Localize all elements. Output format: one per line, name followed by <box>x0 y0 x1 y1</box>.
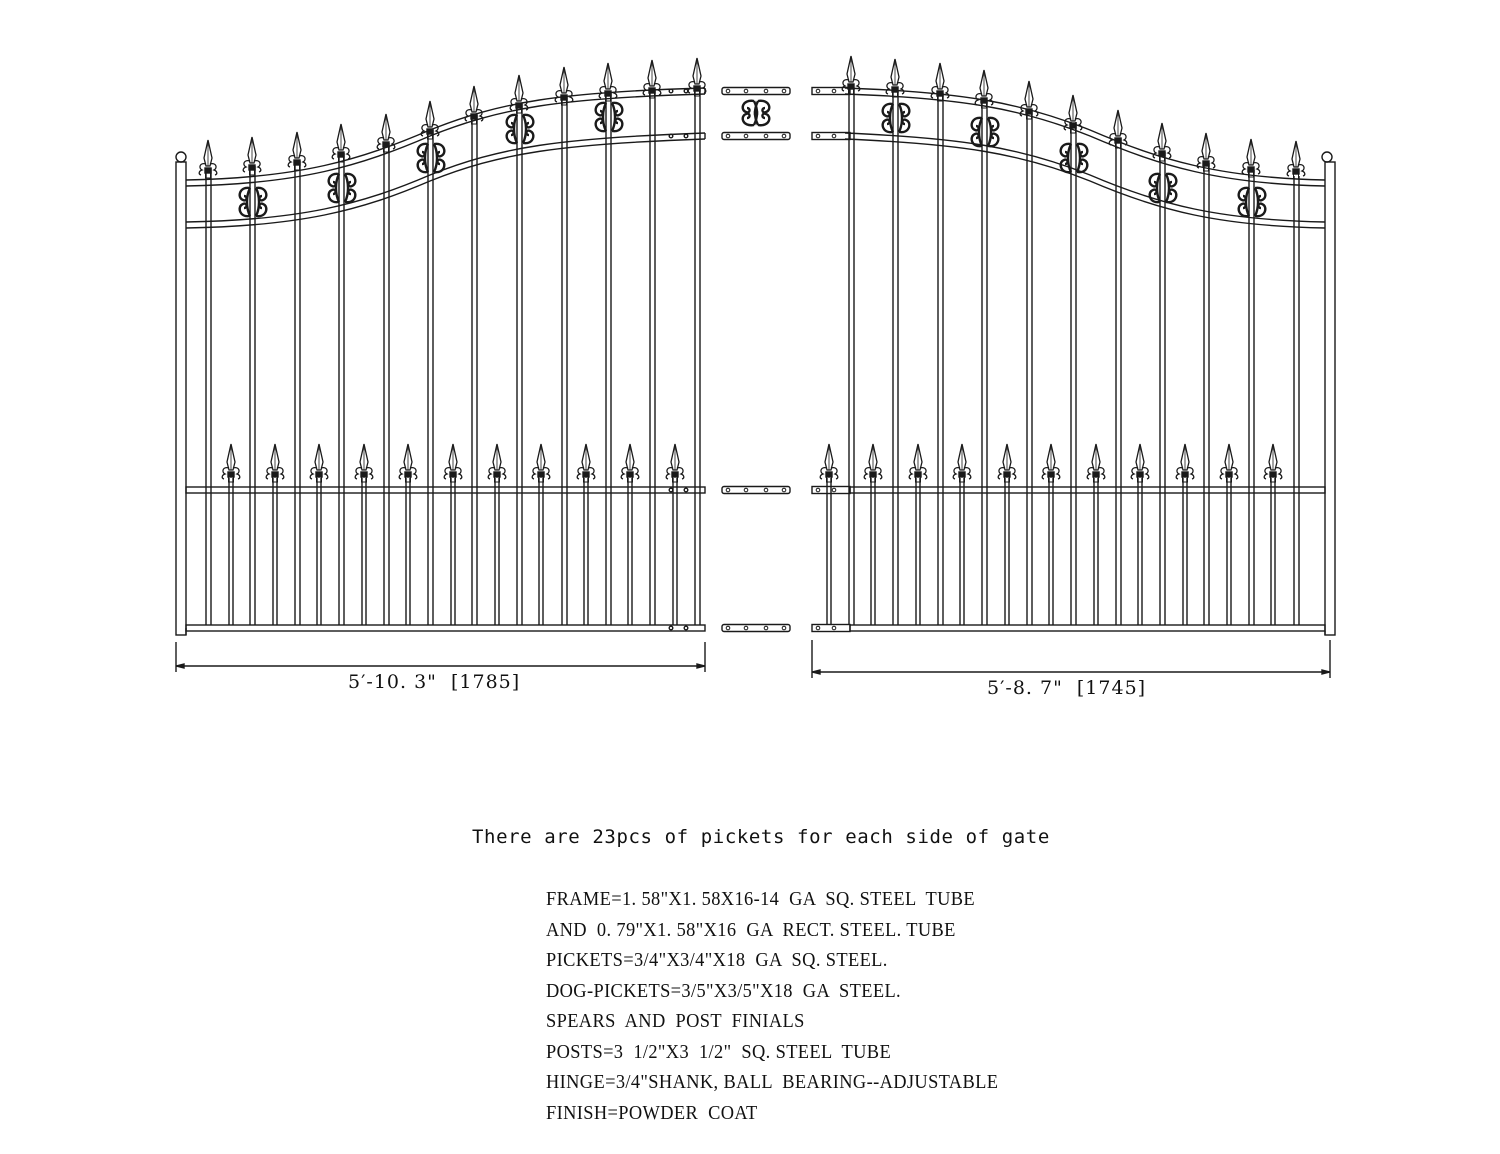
left-tall-pickets <box>205 88 701 625</box>
right-post <box>1321 151 1336 636</box>
spear-finial-icon <box>1241 138 1261 178</box>
spear-finial-icon <box>221 443 241 483</box>
spear-finial-icon <box>509 74 529 114</box>
c-scroll-icon <box>1059 142 1089 174</box>
spear-finial-icon <box>376 113 396 153</box>
right-dog-pickets <box>819 443 1283 625</box>
spear-finial-icon <box>1219 443 1239 483</box>
hinge-bracket-icon <box>721 86 791 96</box>
spear-finial-icon <box>265 443 285 483</box>
spear-finial-icon <box>974 69 994 109</box>
spear-finial-icon <box>331 123 351 163</box>
spec-frame-rect: AND 0. 79"X1. 58"X16 GA RECT. STEEL. TUB… <box>546 918 956 941</box>
right-top-spears <box>841 55 1306 180</box>
hinge-bracket-icon <box>721 131 791 141</box>
c-scroll-icon <box>970 116 1000 148</box>
c-scroll-icon <box>238 186 268 218</box>
left-mid-bottom-rails <box>185 88 706 632</box>
spear-finial-icon <box>354 443 374 483</box>
gate-elevation-drawing <box>175 55 1336 678</box>
spec-list: FRAME=1. 58"X1. 58X16-14 GA SQ. STEEL TU… <box>546 884 1038 1128</box>
center-hardware <box>721 86 791 633</box>
spec-posts: POSTS=3 1/2"X3 1/2" SQ. STEEL TUBE <box>546 1040 892 1063</box>
spec-hinge: HINGE=3/4"SHANK, BALL BEARING--ADJUSTABL… <box>546 1071 999 1093</box>
spear-finial-icon <box>554 66 574 106</box>
spear-finial-icon <box>642 59 662 99</box>
spear-finial-icon <box>198 139 218 179</box>
center-scroll-icon <box>741 99 771 127</box>
c-scroll-icon <box>416 142 446 174</box>
c-scroll-icon <box>505 113 535 145</box>
spear-finial-icon <box>665 443 685 483</box>
right-mid-bottom-rails <box>849 486 1326 635</box>
spear-finial-icon <box>1108 109 1128 149</box>
spear-finial-icon <box>309 443 329 483</box>
right-dimension-line <box>811 640 1331 678</box>
spear-finial-icon <box>242 136 262 176</box>
right-tall-pickets <box>848 88 1300 625</box>
spear-finial-icon <box>1196 132 1216 172</box>
spear-finial-icon <box>952 443 972 483</box>
spear-finial-icon <box>576 443 596 483</box>
spear-finial-icon <box>1130 443 1150 483</box>
left-post <box>175 151 187 636</box>
picket-count-note: There are 23pcs of pickets for each side… <box>472 826 1050 848</box>
spear-finial-icon <box>531 443 551 483</box>
spec-spears: SPEARS AND POST FINIALS <box>546 1010 805 1032</box>
spec-frame: FRAME=1. 58"X1. 58X16-14 GA SQ. STEEL TU… <box>546 888 976 910</box>
spear-finial-icon <box>287 131 307 171</box>
spear-finial-icon <box>1175 443 1195 483</box>
left-gate-width-label: 5′-10. 3" [1785] <box>348 671 521 693</box>
left-top-rails <box>185 87 706 229</box>
spec-dog-pickets: DOG-PICKETS=3/5"X3/5"X18 GA STEEL. <box>546 979 902 1002</box>
hinge-stub-icon <box>811 131 851 141</box>
spear-finial-icon <box>1041 443 1061 483</box>
spear-finial-icon <box>1263 443 1283 483</box>
hinge-stub-icon <box>811 86 851 96</box>
right-gate <box>811 55 1336 678</box>
left-top-spears <box>198 57 707 179</box>
c-scroll-icon <box>1237 186 1267 218</box>
spear-finial-icon <box>398 443 418 483</box>
c-scroll-icon <box>327 172 357 204</box>
spear-finial-icon <box>997 443 1017 483</box>
spear-finial-icon <box>1086 443 1106 483</box>
right-top-rails <box>844 87 1326 229</box>
spear-finial-icon <box>443 443 463 483</box>
hinge-stub-icon <box>811 623 851 633</box>
spear-finial-icon <box>908 443 928 483</box>
spear-finial-icon <box>1286 140 1306 180</box>
left-gate <box>175 57 707 672</box>
c-scroll-icon <box>594 101 624 133</box>
spec-pickets: PICKETS=3/4"X3/4"X18 GA SQ. STEEL. <box>546 949 888 971</box>
c-scroll-icon <box>881 102 911 134</box>
left-dog-pickets <box>221 443 685 625</box>
spear-finial-icon <box>687 57 707 97</box>
spear-finial-icon <box>1019 80 1039 120</box>
spear-finial-icon <box>819 443 839 483</box>
spear-finial-icon <box>863 443 883 483</box>
spear-finial-icon <box>620 443 640 483</box>
spec-finish: FINISH=POWDER COAT <box>546 1101 758 1124</box>
spear-finial-icon <box>598 62 618 102</box>
hinge-bracket-icon <box>721 623 791 633</box>
left-dimension-line <box>175 642 706 672</box>
spear-finial-icon <box>487 443 507 483</box>
hinge-bracket-icon <box>721 485 791 495</box>
right-gate-width-label: 5′-8. 7" [1745] <box>987 677 1147 699</box>
